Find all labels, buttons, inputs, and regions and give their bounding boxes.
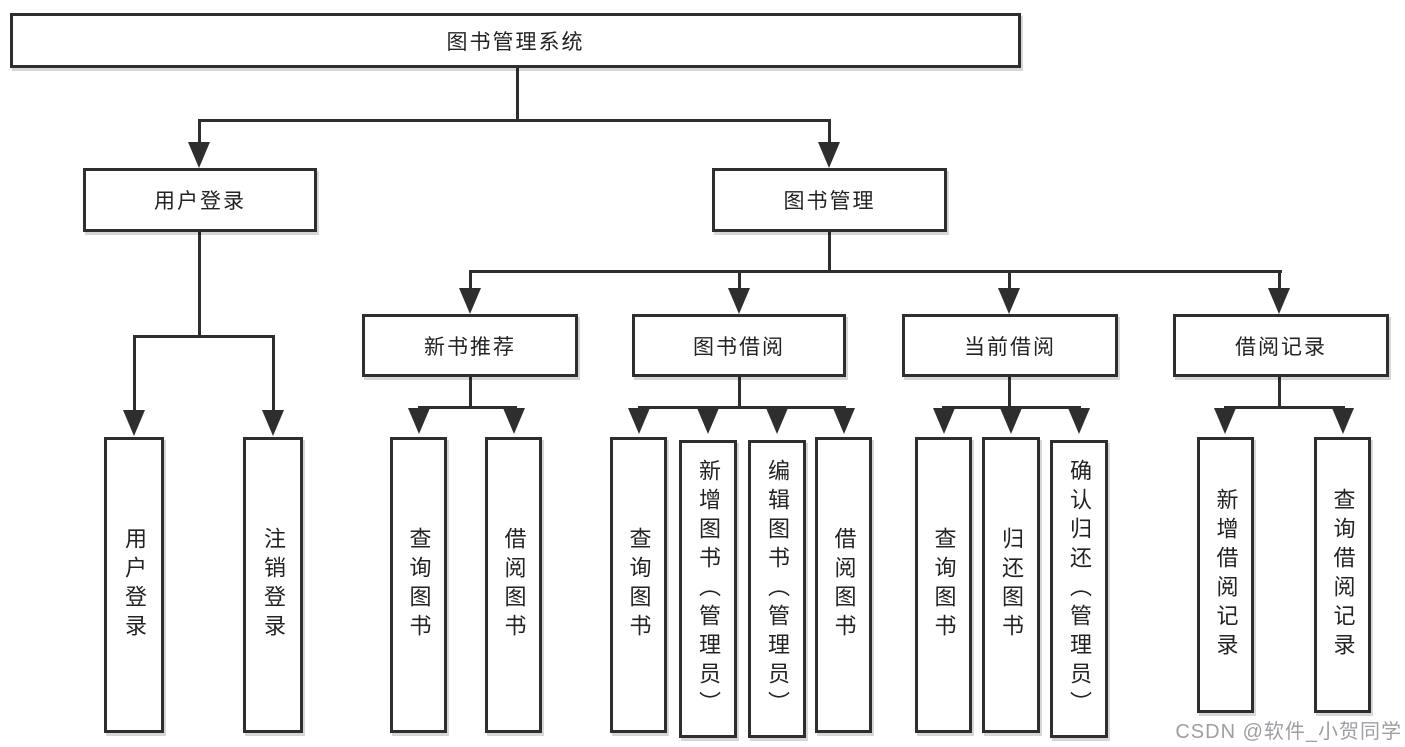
node-label: 当前借阅 bbox=[964, 335, 1056, 359]
node-label: 图书管理 bbox=[783, 190, 876, 213]
node-label: 借阅图书 bbox=[831, 527, 857, 643]
leaf-borrow-books-recommend: 借阅图书 bbox=[485, 437, 542, 733]
node-label: 图书管理系统 bbox=[446, 30, 585, 54]
arrow-down-icon bbox=[123, 410, 145, 436]
connector-line bbox=[469, 270, 1282, 273]
arrow-down-icon bbox=[833, 408, 855, 434]
connector-line bbox=[828, 231, 831, 272]
connector-line bbox=[1008, 376, 1011, 408]
leaf-query-borrow-record: 查询借阅记录 bbox=[1314, 437, 1371, 713]
arrow-down-icon bbox=[1268, 288, 1290, 314]
arrow-down-icon bbox=[459, 288, 481, 314]
node-borrow-records: 借阅记录 bbox=[1173, 314, 1389, 377]
node-book-management: 图书管理 bbox=[712, 168, 947, 232]
connector-line bbox=[1278, 376, 1281, 408]
connector-line bbox=[828, 119, 831, 146]
leaf-return-book: 归还图书 bbox=[982, 437, 1040, 733]
connector-line bbox=[133, 335, 136, 412]
leaf-edit-book-admin: 编辑图书（管理员） bbox=[748, 440, 806, 738]
node-label: 借阅图书 bbox=[501, 527, 527, 643]
connector-line bbox=[1224, 406, 1345, 409]
connector-line bbox=[738, 270, 741, 290]
arrow-down-icon bbox=[628, 408, 650, 434]
connector-line bbox=[198, 231, 201, 337]
node-label: 新书推荐 bbox=[424, 335, 516, 359]
node-library-system: 图书管理系统 bbox=[10, 13, 1021, 68]
node-book-borrow: 图书借阅 bbox=[632, 314, 846, 377]
arrow-down-icon bbox=[408, 408, 430, 434]
arrow-down-icon bbox=[262, 410, 284, 436]
arrow-down-icon bbox=[1214, 408, 1236, 434]
leaf-confirm-return-admin: 确认归还（管理员） bbox=[1050, 440, 1108, 738]
leaf-logout: 注销登录 bbox=[243, 437, 303, 733]
node-label: 查询图书 bbox=[626, 527, 652, 643]
arrow-down-icon bbox=[1068, 408, 1090, 434]
arrow-down-icon bbox=[728, 288, 750, 314]
node-label: 查询图书 bbox=[931, 527, 957, 643]
arrow-down-icon bbox=[503, 408, 525, 434]
connector-line bbox=[942, 406, 1081, 409]
connector-line bbox=[272, 335, 275, 412]
arrow-down-icon bbox=[818, 142, 840, 168]
leaf-query-books-current: 查询图书 bbox=[915, 437, 972, 733]
leaf-add-book-admin: 新增图书（管理员） bbox=[679, 440, 737, 738]
arrow-down-icon bbox=[1000, 408, 1022, 434]
node-label: 编辑图书（管理员） bbox=[765, 458, 790, 720]
node-label: 新增图书（管理员） bbox=[696, 458, 721, 720]
node-label: 图书借阅 bbox=[693, 335, 785, 359]
node-label: 用户登录 bbox=[122, 527, 147, 643]
node-label: 注销登录 bbox=[261, 527, 286, 643]
node-user-login: 用户登录 bbox=[83, 168, 317, 232]
leaf-borrow-books: 借阅图书 bbox=[815, 437, 872, 733]
leaf-add-borrow-record: 新增借阅记录 bbox=[1197, 437, 1254, 713]
leaf-user-login: 用户登录 bbox=[104, 437, 164, 733]
node-label: 归还图书 bbox=[999, 527, 1024, 643]
node-label: 借阅记录 bbox=[1235, 335, 1327, 359]
connector-line bbox=[638, 406, 846, 409]
arrow-down-icon bbox=[1332, 408, 1354, 434]
arrow-down-icon bbox=[697, 408, 719, 434]
connector-line bbox=[1008, 270, 1011, 290]
connector-line bbox=[1278, 270, 1281, 290]
connector-line bbox=[738, 376, 741, 408]
node-current-borrow: 当前借阅 bbox=[902, 314, 1118, 377]
leaf-query-books-recommend: 查询图书 bbox=[390, 437, 447, 733]
node-label: 新增借阅记录 bbox=[1213, 488, 1239, 662]
connector-line bbox=[133, 335, 275, 338]
node-label: 用户登录 bbox=[154, 190, 246, 213]
node-label: 查询借阅记录 bbox=[1330, 488, 1356, 662]
connector-line bbox=[469, 270, 472, 290]
connector-line bbox=[516, 68, 519, 122]
arrow-down-icon bbox=[998, 288, 1020, 314]
connector-line bbox=[418, 406, 517, 409]
connector-line bbox=[469, 376, 472, 408]
connector-line bbox=[198, 119, 201, 146]
connector-line bbox=[198, 119, 831, 122]
csdn-watermark: CSDN @软件_小贺同学 bbox=[1175, 721, 1402, 743]
arrow-down-icon bbox=[933, 408, 955, 434]
node-label: 确认归还（管理员） bbox=[1067, 458, 1092, 720]
arrow-down-icon bbox=[766, 408, 788, 434]
node-label: 查询图书 bbox=[406, 527, 432, 643]
leaf-query-books-borrow: 查询图书 bbox=[610, 437, 667, 733]
arrow-down-icon bbox=[188, 142, 210, 168]
node-new-book-recommend: 新书推荐 bbox=[362, 314, 578, 377]
